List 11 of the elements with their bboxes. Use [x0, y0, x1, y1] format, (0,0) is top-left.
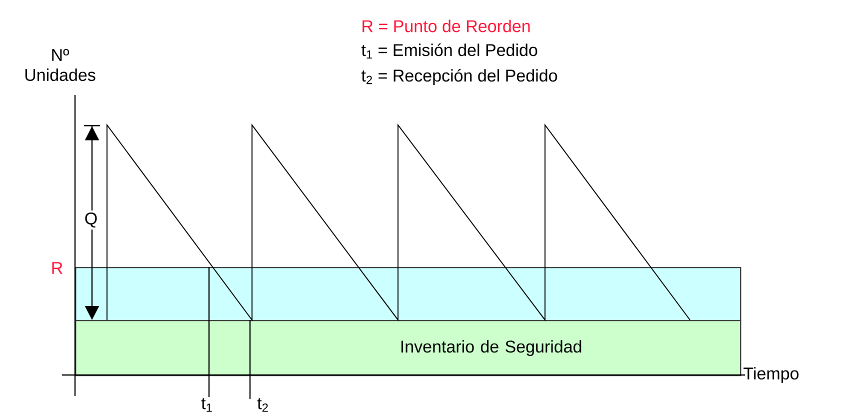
legend-entry: t$_{1}$ = Emisión del Pedido [361, 43, 538, 59]
reorder-band [75, 266, 742, 322]
time-label: t$_{2}$ [257, 398, 268, 412]
time-label: t$_{1}$ [201, 398, 212, 412]
dimension-label: Q [82, 210, 100, 230]
axis-title: Tiempo [744, 367, 799, 383]
safety-stock-band: Inventario de Seguridad [75, 320, 742, 376]
legend-entry: R = Punto de Reorden [362, 20, 530, 32]
legend-entry: t$_{2}$ = Recepción del Pedido [361, 68, 558, 86]
axis-title: Nº Unidades [25, 48, 96, 82]
reorder-point-label: R [52, 262, 62, 274]
